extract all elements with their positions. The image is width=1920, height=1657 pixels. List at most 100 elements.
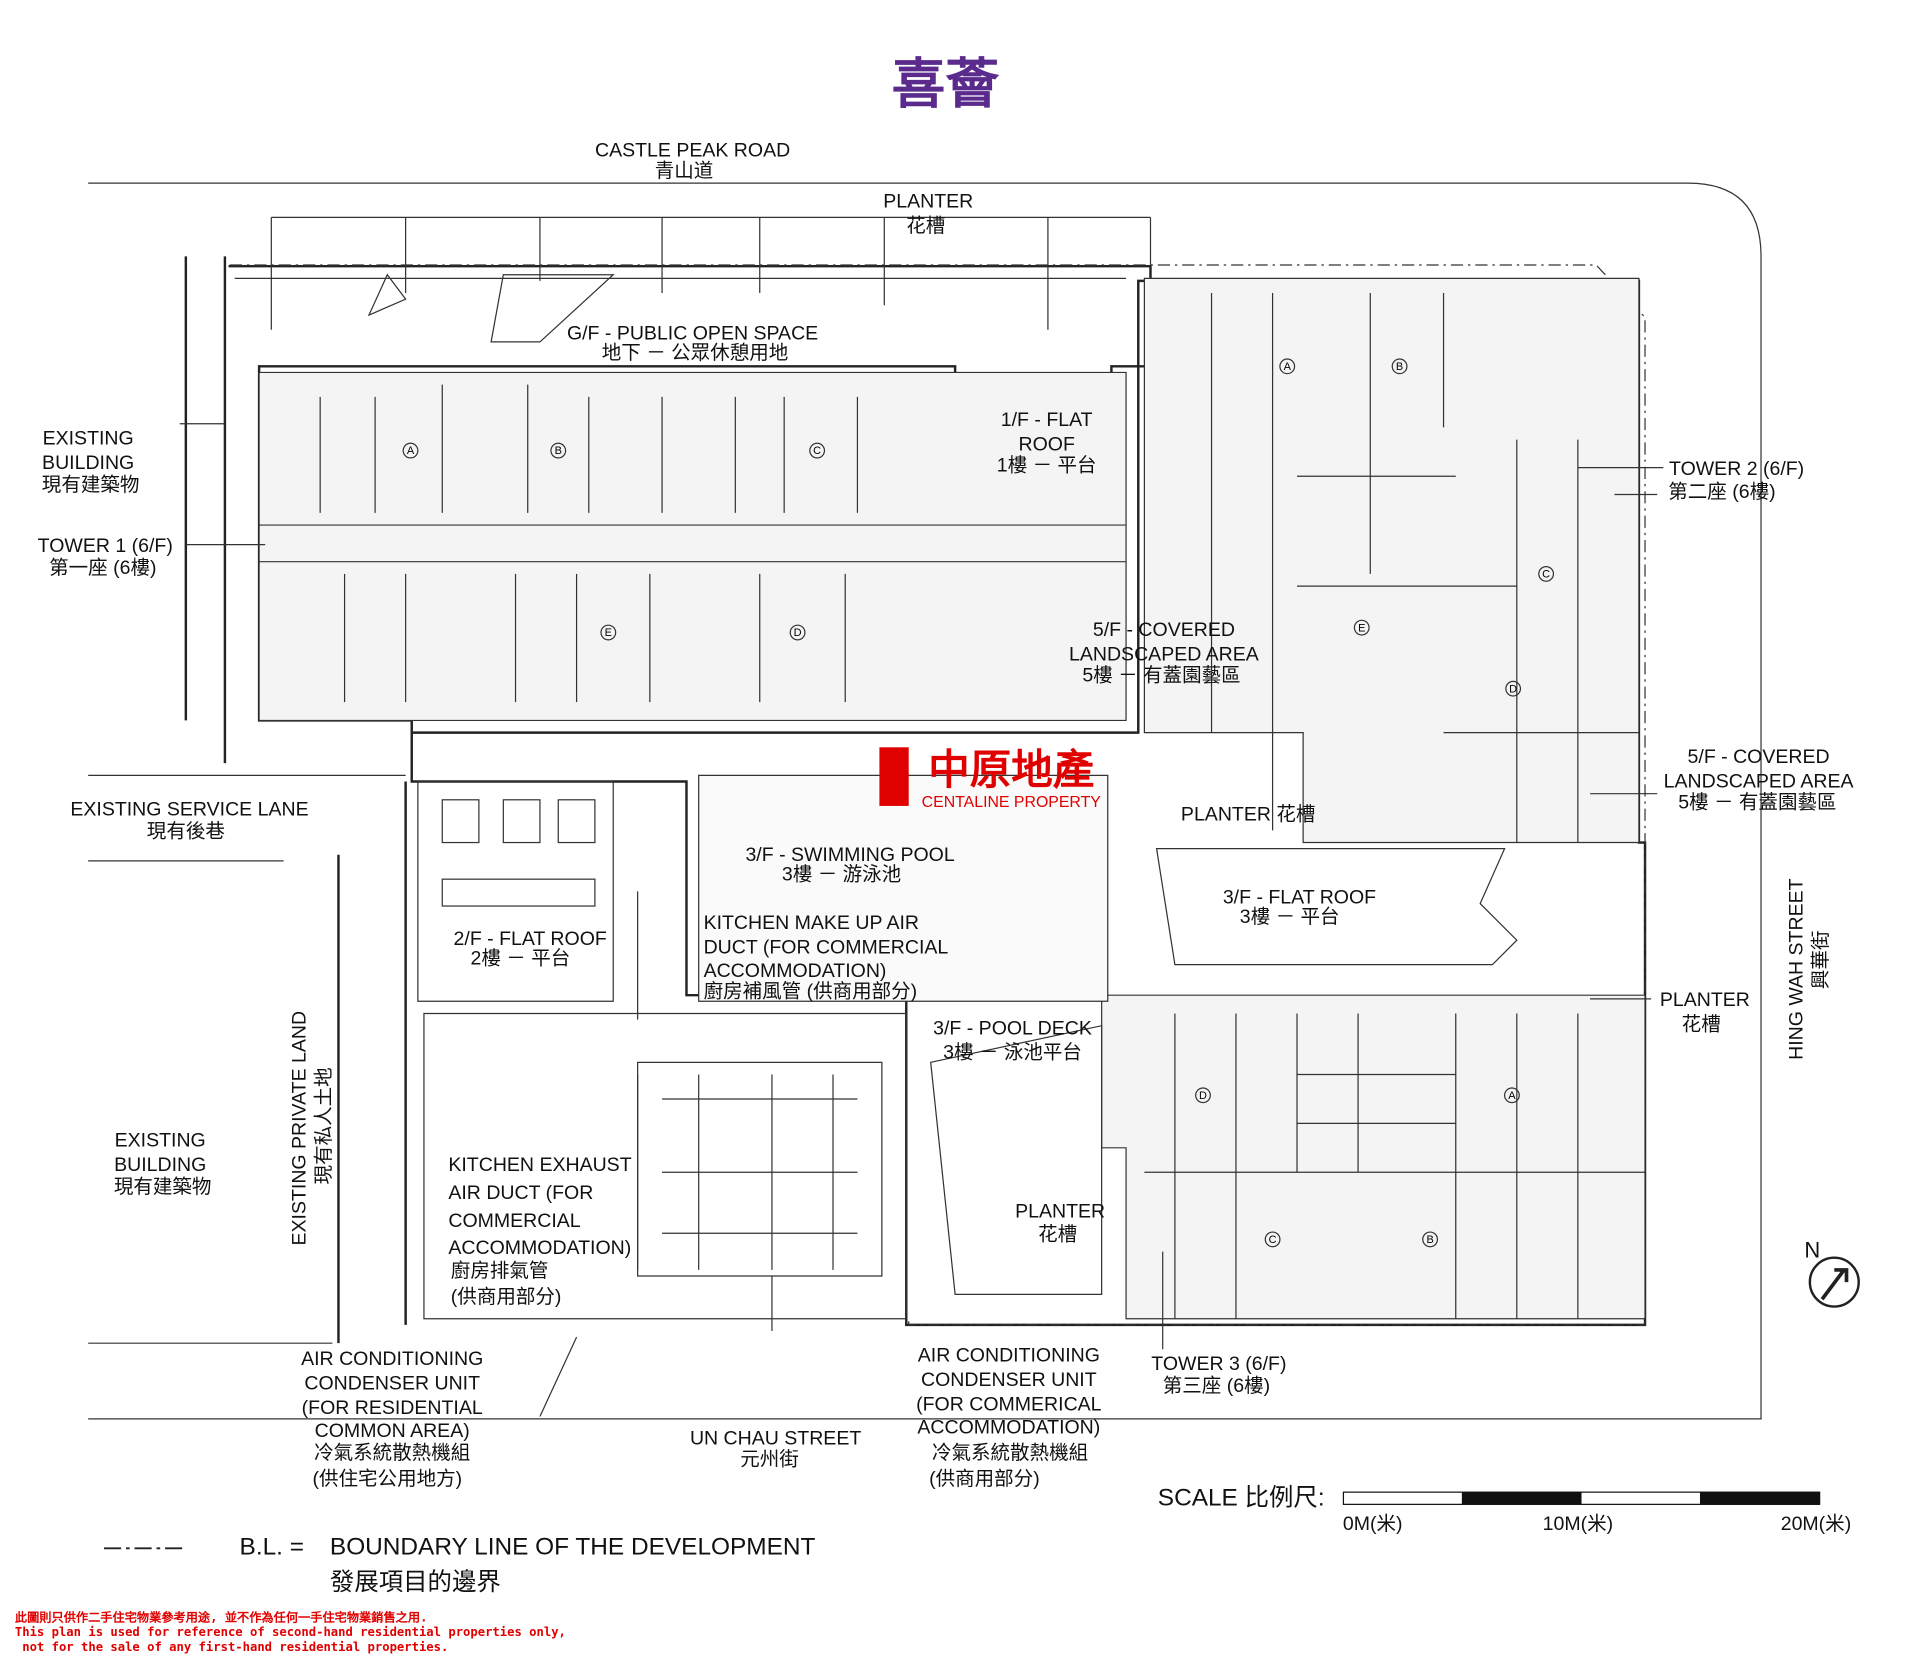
svg-text:此圖則只供作二手住宅物業參考用途, 並不作為任何一手住宅物業: 此圖則只供作二手住宅物業參考用途, 並不作為任何一手住宅物業銷售之用. — [15, 1610, 428, 1625]
svg-text:元州街: 元州街 — [740, 1448, 799, 1470]
svg-text:D: D — [794, 627, 802, 639]
svg-text:20M(米): 20M(米) — [1781, 1513, 1851, 1535]
svg-text:廚房補風管 (供商用部分): 廚房補風管 (供商用部分) — [704, 980, 918, 1003]
svg-text:(供商用部分): (供商用部分) — [451, 1286, 562, 1308]
svg-text:B.L. =: B.L. = — [240, 1533, 304, 1560]
svg-text:地下 － 公眾休憩用地: 地下 － 公眾休憩用地 — [602, 342, 788, 364]
label-ac-commercial: AIR CONDITIONING CONDENSER UNIT(FOR COMME… — [916, 1344, 1102, 1489]
svg-text:3樓 － 游泳池: 3樓 － 游泳池 — [782, 863, 901, 885]
svg-text:(FOR COMMERICAL: (FOR COMMERICAL — [916, 1393, 1102, 1415]
svg-text:3/F - SWIMMING POOL: 3/F - SWIMMING POOL — [745, 844, 954, 866]
label-tower-1: TOWER 1 (6/F)第一座 (6樓) — [38, 535, 173, 579]
svg-text:花槽: 花槽 — [1682, 1014, 1721, 1036]
svg-text:現有後巷: 現有後巷 — [147, 821, 225, 843]
svg-text:5樓 － 有蓋園藝區: 5樓 － 有蓋園藝區 — [1082, 664, 1240, 686]
scale-bar: SCALE 比例尺: 0M(米) 10M(米) 20M(米) — [1158, 1485, 1851, 1535]
svg-text:PLANTER: PLANTER — [1015, 1200, 1105, 1222]
svg-text:C: C — [1542, 569, 1550, 581]
svg-text:5/F - COVERED: 5/F - COVERED — [1688, 746, 1830, 768]
svg-text:ROOF: ROOF — [1019, 434, 1075, 456]
svg-text:第三座 (6樓): 第三座 (6樓) — [1163, 1375, 1270, 1397]
road-lines — [88, 182, 1762, 1420]
svg-text:EXISTING: EXISTING — [115, 1130, 206, 1152]
page-title: 喜薈 — [892, 53, 1000, 116]
svg-text:EXISTING: EXISTING — [43, 427, 134, 449]
svg-text:E: E — [605, 627, 612, 639]
svg-text:第一座 (6樓): 第一座 (6樓) — [49, 557, 156, 579]
svg-text:LANDSCAPED AREA: LANDSCAPED AREA — [1069, 644, 1259, 666]
unit-marker-b: B — [550, 442, 567, 459]
svg-text:CONDENSER UNIT: CONDENSER UNIT — [921, 1369, 1097, 1391]
svg-text:10M(米): 10M(米) — [1543, 1513, 1613, 1535]
svg-text:ACCOMMODATION): ACCOMMODATION) — [917, 1417, 1100, 1439]
svg-text:UN CHAU STREET: UN CHAU STREET — [690, 1428, 861, 1450]
svg-text:PLANTER: PLANTER — [1660, 989, 1750, 1011]
svg-text:EXISTING SERVICE LANE: EXISTING SERVICE LANE — [70, 799, 308, 821]
svg-text:5/F - COVERED: 5/F - COVERED — [1093, 619, 1235, 641]
svg-text:BUILDING: BUILDING — [114, 1154, 206, 1176]
svg-text:1/F - FLAT: 1/F - FLAT — [1001, 409, 1093, 431]
svg-text:5樓 － 有蓋園藝區: 5樓 － 有蓋園藝區 — [1678, 791, 1836, 813]
svg-text:B: B — [555, 445, 562, 457]
development-outline — [228, 264, 1647, 1327]
svg-text:冷氣系統散熱機組: 冷氣系統散熱機組 — [932, 1442, 1088, 1464]
svg-text:KITCHEN EXHAUST: KITCHEN EXHAUST — [448, 1154, 631, 1176]
svg-text:G/F - PUBLIC OPEN SPACE: G/F - PUBLIC OPEN SPACE — [567, 322, 818, 344]
svg-text:BUILDING: BUILDING — [42, 452, 134, 474]
svg-text:現有建築物: 現有建築物 — [42, 474, 140, 496]
svg-text:1樓 － 平台: 1樓 － 平台 — [997, 454, 1097, 476]
svg-text:廚房排氣管: 廚房排氣管 — [451, 1259, 549, 1282]
interior-walls — [259, 293, 1646, 1319]
svg-text:冷氣系統散熱機組: 冷氣系統散熱機組 — [314, 1442, 470, 1464]
label-tower-2: TOWER 2 (6/F)第二座 (6樓) — [1668, 458, 1804, 503]
north-arrow-icon: N — [1804, 1238, 1860, 1308]
svg-text:2/F - FLAT ROOF: 2/F - FLAT ROOF — [454, 928, 607, 950]
centaline-logo: 中原地產 CENTALINE PROPERTY — [879, 745, 1101, 811]
svg-text:N: N — [1804, 1238, 1820, 1263]
svg-text:AIR DUCT (FOR: AIR DUCT (FOR — [448, 1182, 593, 1204]
svg-text:D: D — [1199, 1090, 1207, 1102]
disclaimer: 此圖則只供作二手住宅物業參考用途, 並不作為任何一手住宅物業銷售之用. This… — [15, 1610, 566, 1654]
svg-text:C: C — [1269, 1234, 1277, 1246]
svg-text:A: A — [1284, 361, 1292, 373]
svg-text:花槽: 花槽 — [1038, 1224, 1077, 1246]
unit-marker-e: E — [600, 624, 617, 641]
svg-text:AIR CONDITIONING: AIR CONDITIONING — [918, 1344, 1100, 1366]
svg-text:3樓 － 平台: 3樓 － 平台 — [1240, 906, 1340, 928]
svg-text:COMMON AREA): COMMON AREA) — [315, 1420, 470, 1442]
svg-text:第二座 (6樓): 第二座 (6樓) — [1668, 481, 1775, 503]
svg-text:0M(米): 0M(米) — [1343, 1513, 1403, 1535]
svg-text:TOWER 3 (6/F): TOWER 3 (6/F) — [1151, 1353, 1286, 1375]
svg-text:ACCOMMODATION): ACCOMMODATION) — [448, 1237, 631, 1259]
svg-text:青山道: 青山道 — [655, 160, 714, 182]
svg-text:D: D — [1509, 683, 1517, 695]
svg-text:ACCOMMODATION): ACCOMMODATION) — [704, 960, 887, 982]
svg-text:(供商用部分): (供商用部分) — [929, 1468, 1040, 1490]
svg-text:DUCT (FOR COMMERCIAL: DUCT (FOR COMMERCIAL — [704, 937, 949, 959]
label-tower-3: TOWER 3 (6/F)第三座 (6樓) — [1151, 1353, 1286, 1397]
svg-text:現有建築物: 現有建築物 — [114, 1176, 212, 1198]
label-planter-right: PLANTER 花槽 — [1660, 989, 1750, 1035]
svg-text:HING WAH STREET: HING WAH STREET — [1786, 878, 1808, 1060]
unit-marker-c: C — [809, 442, 826, 459]
svg-text:中原地產: 中原地產 — [928, 745, 1094, 794]
unit-marker-a: A — [402, 442, 419, 459]
svg-text:CONDENSER UNIT: CONDENSER UNIT — [304, 1373, 480, 1395]
svg-text:CASTLE PEAK ROAD: CASTLE PEAK ROAD — [595, 139, 790, 161]
unit-markers: A B C D E A B C D E D A C B — [402, 358, 1555, 1248]
svg-text:C: C — [813, 445, 821, 457]
svg-text:3/F - FLAT ROOF: 3/F - FLAT ROOF — [1223, 887, 1376, 909]
